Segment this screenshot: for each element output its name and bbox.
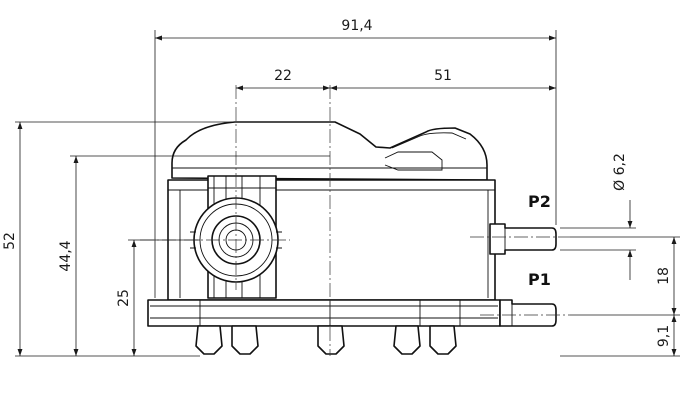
dim-left-section: 22: [274, 68, 292, 84]
dimension-lines: [17, 35, 677, 356]
dim-height-mid: 44,4: [58, 240, 74, 271]
base-plate: [147, 299, 501, 327]
device-body: [147, 121, 557, 355]
port-labels: P2 P1: [528, 192, 551, 289]
extension-lines: [15, 30, 680, 357]
dimension-labels: 91,4 22 51 52 44,4 25 Ø 6,2 18 9,1: [2, 18, 672, 347]
dim-height-port-center: 25: [116, 289, 132, 307]
port-label-p2: P2: [528, 192, 551, 211]
dim-right-section: 51: [434, 68, 452, 84]
port-p1-nozzle: [499, 299, 557, 327]
dim-port-diameter: Ø 6,2: [612, 153, 628, 191]
dim-overall-width: 91,4: [341, 18, 372, 34]
dim-height-total: 52: [2, 232, 18, 250]
mounting-feet: [195, 325, 457, 355]
dim-port-spacing: 18: [656, 267, 672, 285]
dim-port-p1-height: 9,1: [656, 325, 672, 347]
port-label-p1: P1: [528, 270, 551, 289]
cover-hinge-inner: [384, 151, 443, 171]
port-p2-nozzle: [489, 223, 557, 255]
device-cover: [171, 121, 488, 181]
